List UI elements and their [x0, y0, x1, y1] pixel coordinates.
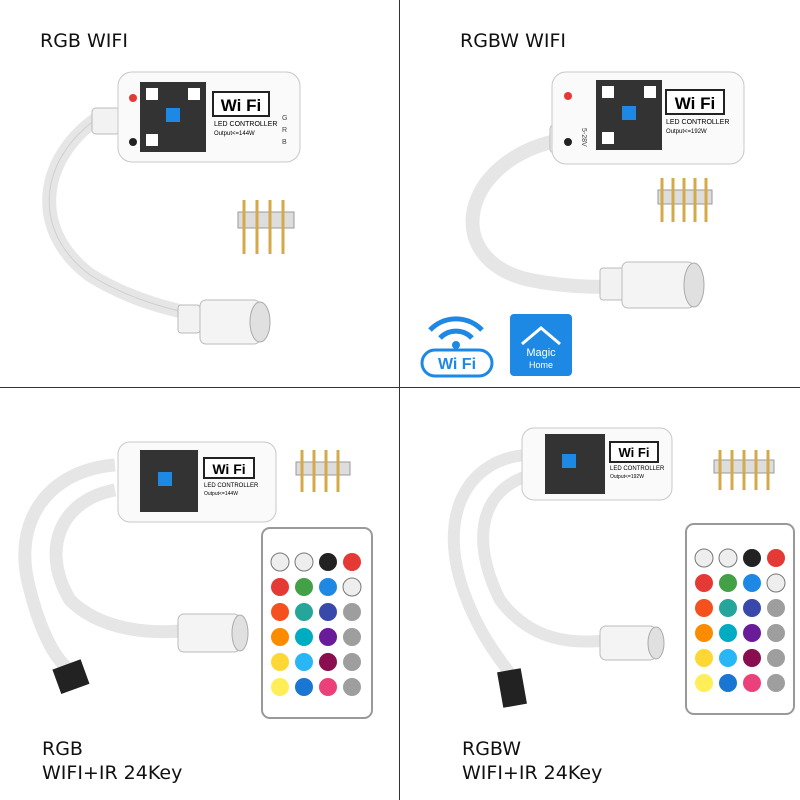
magic-home-logo-icon: Magic Home	[510, 314, 572, 376]
svg-text:Wi Fi: Wi Fi	[212, 461, 245, 477]
svg-text:Wi Fi: Wi Fi	[438, 356, 476, 373]
controller-subtitle: LED CONTROLLER	[214, 121, 277, 128]
horizontal-divider	[0, 387, 800, 388]
rgb-wifi-controller-illustration: Wi Fi LED CONTROLLER Output<=144W GRB	[42, 71, 301, 345]
ir-remote-icon	[685, 523, 795, 715]
svg-text:Output<=144W: Output<=144W	[214, 131, 255, 137]
svg-text:5-28V: 5-28V	[580, 128, 587, 147]
vertical-divider	[399, 0, 400, 800]
svg-text:LED CONTROLLER: LED CONTROLLER	[610, 466, 665, 472]
panel-title: RGB WIFI+IR 24Key	[42, 738, 183, 784]
panel-title: RGBW WIFI+IR 24Key	[462, 738, 603, 784]
svg-text:R: R	[282, 127, 287, 134]
svg-text:Output<=192W: Output<=192W	[666, 129, 707, 135]
panel-rgb-wifi-ir: RGB WIFI+IR 24Key Wi Fi LED CONTROLLER O…	[0, 400, 400, 800]
svg-text:Wi Fi: Wi Fi	[619, 445, 650, 460]
panel-title: RGBW WIFI	[460, 30, 567, 52]
rgb-wifi-ir-illustration: Wi Fi LED CONTROLLER Output<=144W	[18, 441, 373, 719]
svg-text:LED CONTROLLER: LED CONTROLLER	[204, 483, 259, 489]
svg-text:G: G	[282, 115, 287, 122]
svg-text:LED CONTROLLER: LED CONTROLLER	[666, 119, 729, 126]
svg-text:Wi Fi: Wi Fi	[221, 96, 261, 115]
panel-title: RGB WIFI	[40, 30, 128, 52]
rgbw-wifi-controller-illustration: Wi Fi LED CONTROLLER Output<=192W 5-28V …	[420, 71, 745, 378]
wifi-logo-icon: Wi Fi	[420, 316, 494, 378]
panel-rgbw-wifi-ir: RGBW WIFI+IR 24Key Wi Fi LED CONTROLLER …	[400, 400, 800, 800]
panel-rgbw-wifi: RGBW WIFI Wi Fi LED CONTROLLER Output<=1…	[400, 0, 800, 400]
panel-rgb-wifi: RGB WIFI Wi Fi LED CONTROLLER Output<=14…	[0, 0, 400, 400]
svg-text:Wi Fi: Wi Fi	[675, 94, 715, 113]
svg-text:Home: Home	[529, 360, 553, 370]
svg-text:Magic: Magic	[526, 347, 556, 359]
svg-text:B: B	[282, 139, 287, 146]
svg-text:Output<=144W: Output<=144W	[204, 491, 238, 497]
ir-remote-icon	[261, 527, 373, 719]
svg-text:Output<=192W: Output<=192W	[610, 474, 644, 480]
rgbw-wifi-ir-illustration: Wi Fi LED CONTROLLER Output<=192W	[447, 427, 795, 715]
